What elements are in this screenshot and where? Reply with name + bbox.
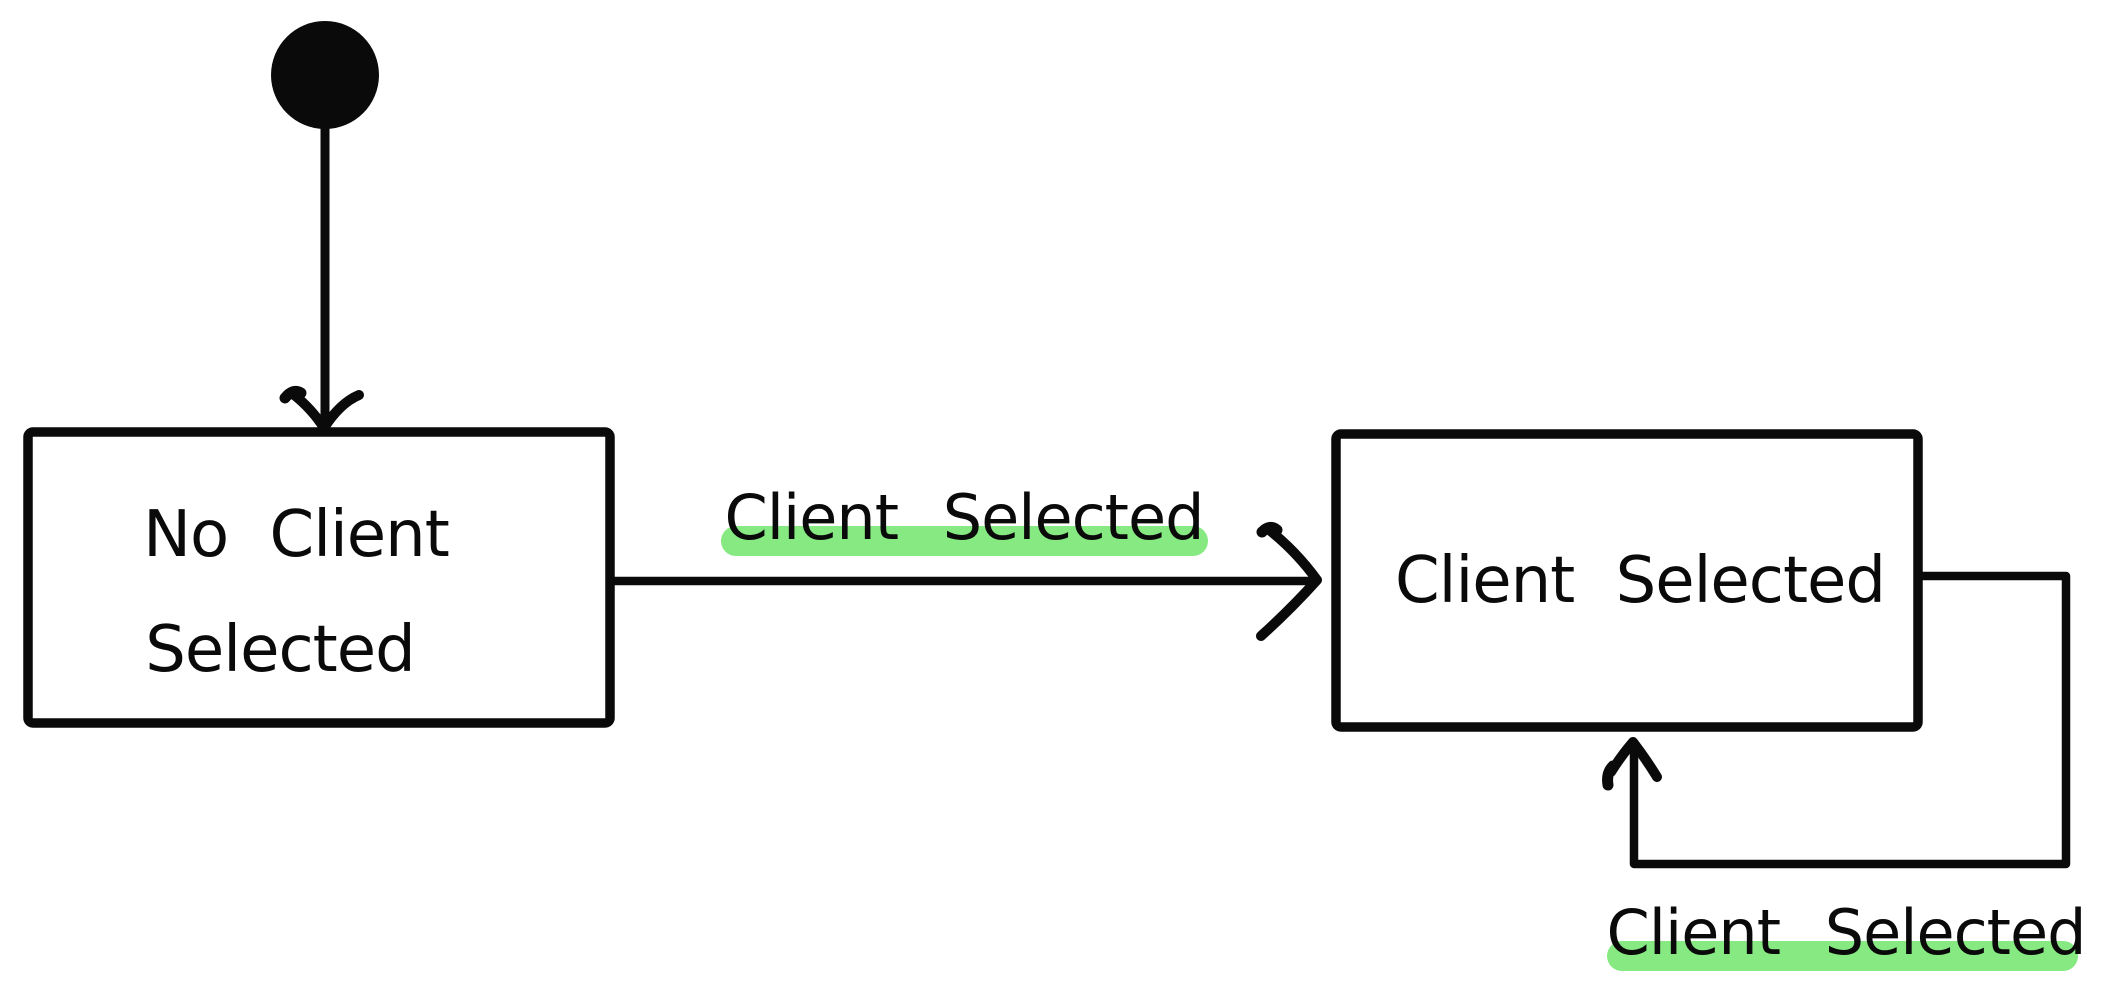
select-transition-label-highlight — [721, 526, 1208, 556]
state-box-client-selected — [1331, 429, 1923, 732]
self-transition-arrowhead — [1606, 737, 1662, 782]
select-transition-label: Client Selected — [725, 481, 1204, 554]
initial-transition-arrowhead — [288, 389, 364, 433]
state-label-no-client-selected-line2: Selected — [145, 613, 414, 687]
state-label-no-client-selected-line1: No Client — [143, 498, 449, 572]
state-label-client-selected: Client Selected — [1395, 544, 1885, 618]
self-transition-label: Client Selected — [1607, 896, 2086, 969]
self-transition-label-highlight — [1607, 941, 2078, 971]
initial-state-dot — [271, 21, 379, 129]
self-transition-line — [1629, 571, 2071, 869]
select-transition-arrowhead — [1256, 524, 1322, 641]
